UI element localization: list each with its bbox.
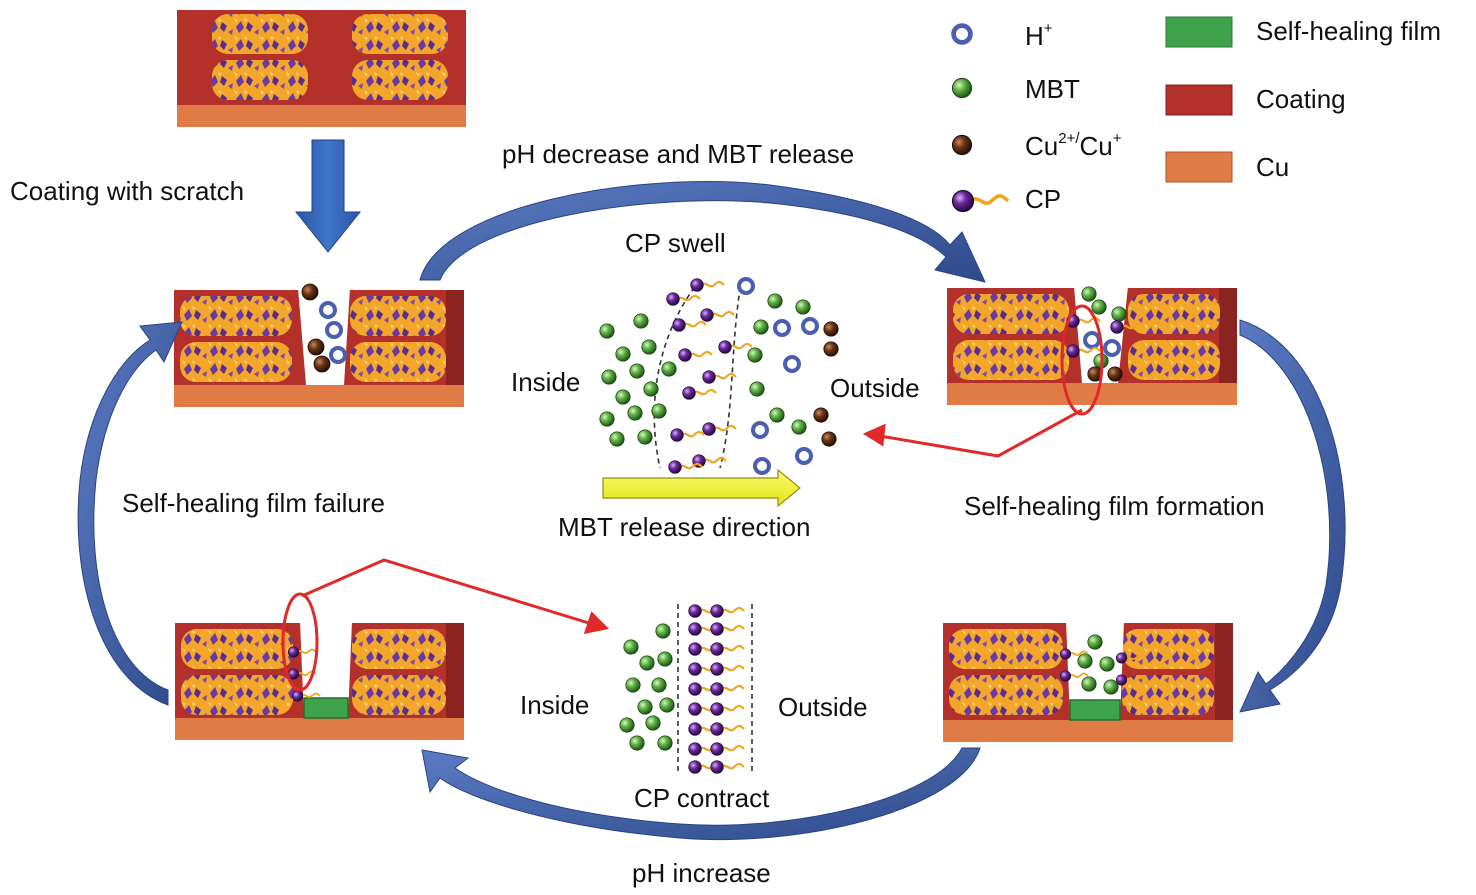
film-formed-panel [943,621,1233,742]
label-ph-decrease: pH decrease and MBT release [502,139,854,169]
legend-h-plus-icon [954,26,971,43]
label-film-failure: Self-healing film failure [122,488,385,518]
film-formation-start-panel [947,286,1237,416]
legend: H+ MBT Cu2+/Cu+ CP Self-healing film Coa… [950,16,1441,214]
legend-cu-label: Cu [1256,152,1289,182]
legend-coating-swatch [1165,84,1233,116]
arrow-film-formation [1239,319,1346,713]
arrow-ph-decrease [419,181,986,283]
label-cp-contract: CP contract [634,783,770,813]
cp-contract-illustration [619,603,753,775]
cp-swell-illustration [599,277,839,508]
intact-coating-panel [177,10,466,127]
label-cp-swell: CP swell [625,228,726,258]
arrow-film-failure [77,321,183,706]
scratched-coating-panel [174,283,464,407]
legend-cu-ion-icon [951,134,973,156]
legend-coating-label: Coating [1256,84,1346,114]
red-pointers [301,408,1083,634]
legend-cp-icon [950,188,1010,214]
legend-mbt-label: MBT [1025,74,1080,104]
down-arrow [294,139,362,253]
legend-cu-ion-label: Cu2+/Cu+ [1025,130,1122,161]
label-ph-increase: pH increase [632,858,771,888]
film-failure-panel [175,592,464,740]
legend-self-healing-film-swatch [1165,16,1233,48]
arrow-ph-increase [421,747,981,841]
label-outside-bottom: Outside [778,692,868,722]
label-mbt-release-direction: MBT release direction [558,512,810,542]
label-inside-top: Inside [511,367,580,397]
cycle-arrows [77,181,1346,841]
label-coating-with-scratch: Coating with scratch [10,176,244,206]
legend-cp-label: CP [1025,184,1061,214]
legend-cu-swatch [1165,151,1233,183]
legend-mbt-icon [951,77,973,99]
label-inside-bottom: Inside [520,690,589,720]
legend-h-plus-label: H+ [1025,20,1053,51]
legend-self-healing-film-label: Self-healing film [1256,16,1441,46]
label-film-formation: Self-healing film formation [964,491,1265,521]
label-outside-top: Outside [830,373,920,403]
